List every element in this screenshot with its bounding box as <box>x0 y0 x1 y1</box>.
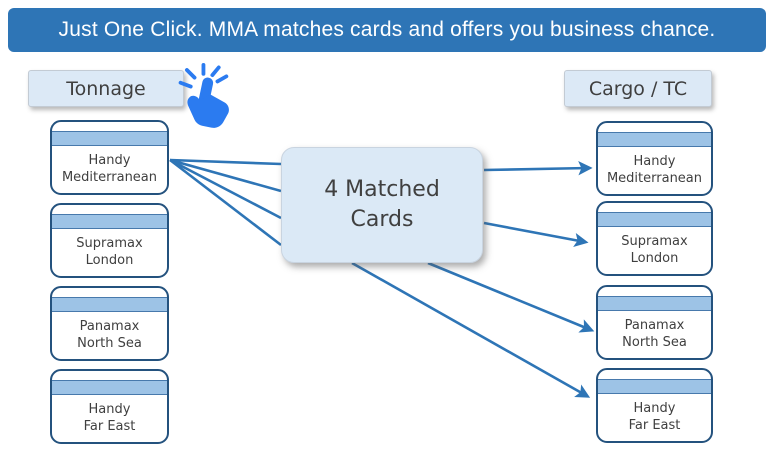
matched-cards-box: 4 Matched Cards <box>281 147 483 263</box>
card-stripe <box>52 297 167 312</box>
cargo-card-supramax-london[interactable]: Supramax London <box>596 201 713 276</box>
match-fan-line-3 <box>169 158 282 220</box>
card-label: Handy Mediterranean <box>606 154 703 186</box>
card-label: Supramax London <box>76 236 143 268</box>
card-label: Handy Far East <box>83 402 136 434</box>
match-fan-line-1 <box>169 158 282 166</box>
card-label: Handy Far East <box>628 401 681 433</box>
card-label: Supramax London <box>621 234 688 266</box>
card-stripe <box>52 214 167 229</box>
match-arrow-to-card-4 <box>351 261 591 398</box>
cargo-card-handy-far-east[interactable]: Handy Far East <box>596 368 713 443</box>
tonnage-header-button[interactable]: Tonnage <box>28 70 184 107</box>
card-label: Handy Mediterranean <box>61 153 158 185</box>
click-hand-cursor-icon <box>178 63 229 128</box>
cargo-tc-header-button[interactable]: Cargo / TC <box>564 70 712 107</box>
tonnage-header-label: Tonnage <box>66 77 146 100</box>
card-stripe <box>598 212 711 227</box>
tonnage-card-supramax-london[interactable]: Supramax London <box>50 203 169 278</box>
matched-cards-label: 4 Matched Cards <box>324 177 440 232</box>
card-stripe <box>598 296 711 311</box>
card-stripe <box>598 379 711 394</box>
match-arrow-to-card-2 <box>483 221 589 248</box>
match-arrow-to-card-1 <box>483 161 593 176</box>
banner: Just One Click. MMA matches cards and of… <box>8 8 766 52</box>
tonnage-card-handy-mediterranean[interactable]: Handy Mediterranean <box>50 120 169 195</box>
match-fan-line-2 <box>169 158 282 193</box>
match-fan-line-4 <box>169 158 282 247</box>
tonnage-card-panamax-north-sea[interactable]: Panamax North Sea <box>50 286 169 361</box>
card-stripe <box>52 131 167 146</box>
card-label: Panamax North Sea <box>622 318 687 350</box>
cargo-card-panamax-north-sea[interactable]: Panamax North Sea <box>596 285 713 360</box>
cargo-tc-header-label: Cargo / TC <box>588 77 688 100</box>
card-stripe <box>598 132 711 147</box>
match-arrow-to-card-3 <box>427 261 595 333</box>
card-label: Panamax North Sea <box>77 319 142 351</box>
cargo-card-handy-mediterranean[interactable]: Handy Mediterranean <box>596 121 713 196</box>
card-stripe <box>52 380 167 395</box>
tonnage-card-handy-far-east[interactable]: Handy Far East <box>50 369 169 444</box>
